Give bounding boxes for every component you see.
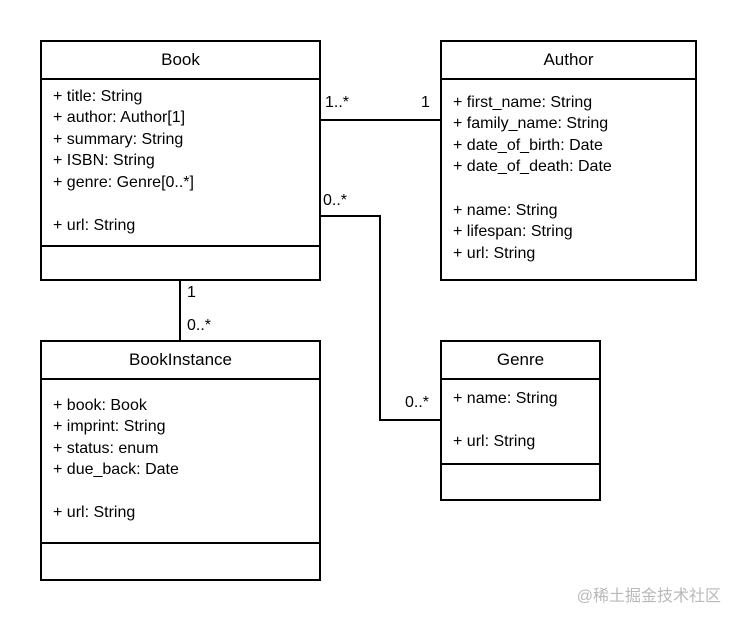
- class-bookinstance: BookInstance + book: Book + imprint: Str…: [40, 340, 321, 581]
- multiplicity-book-author-author-end: 1: [421, 94, 430, 111]
- attribute: + url: String: [53, 504, 136, 521]
- attribute: + due_back: Date: [53, 461, 179, 478]
- class-author: Author + first_name: String + family_nam…: [440, 40, 697, 281]
- attribute: + name: String: [453, 390, 558, 407]
- attribute: + ISBN: String: [53, 152, 155, 169]
- class-name-author: Author: [543, 50, 594, 69]
- attribute: + date_of_death: Date: [453, 158, 612, 175]
- attribute: + url: String: [453, 433, 536, 450]
- multiplicity-book-instance-instance-end: 0..*: [187, 317, 212, 334]
- attribute: + title: String: [53, 88, 143, 105]
- class-book: Book + title: String + author: Author[1]…: [40, 40, 321, 281]
- attribute: + summary: String: [53, 131, 184, 148]
- attribute: + author: Author[1]: [53, 109, 186, 126]
- attribute: + family_name: String: [453, 115, 609, 132]
- attribute: + imprint: String: [53, 418, 166, 435]
- class-divider: [42, 245, 319, 247]
- class-divider: [42, 542, 319, 544]
- book-genre-association-line: [320, 215, 441, 421]
- multiplicity-book-genre-genre-end: 0..*: [405, 394, 430, 411]
- attribute: + book: Book: [53, 397, 147, 414]
- class-divider: [42, 378, 319, 380]
- attribute: + date_of_birth: Date: [453, 137, 603, 154]
- multiplicity-book-author-book-end: 1..*: [325, 94, 350, 111]
- class-divider: [442, 378, 599, 380]
- attribute: + url: String: [453, 245, 536, 262]
- class-name-bookinstance: BookInstance: [128, 350, 232, 369]
- attribute: + genre: Genre[0..*]: [53, 174, 194, 191]
- class-divider: [442, 463, 599, 465]
- attribute: + lifespan: String: [453, 223, 573, 240]
- multiplicity-book-genre-book-end: 0..*: [323, 192, 348, 209]
- class-name-genre: Genre: [496, 350, 545, 369]
- class-name-book: Book: [161, 50, 200, 69]
- watermark: @稀土掘金技术社区: [576, 588, 721, 605]
- attribute: + first_name: String: [453, 94, 593, 111]
- attribute: + url: String: [53, 217, 136, 234]
- class-genre: Genre + name: String + url: String: [440, 340, 601, 501]
- multiplicity-book-instance-book-end: 1: [187, 284, 196, 301]
- attribute: + name: String: [453, 202, 558, 219]
- class-divider: [442, 78, 695, 80]
- class-divider: [42, 78, 319, 80]
- attribute: + status: enum: [53, 440, 159, 457]
